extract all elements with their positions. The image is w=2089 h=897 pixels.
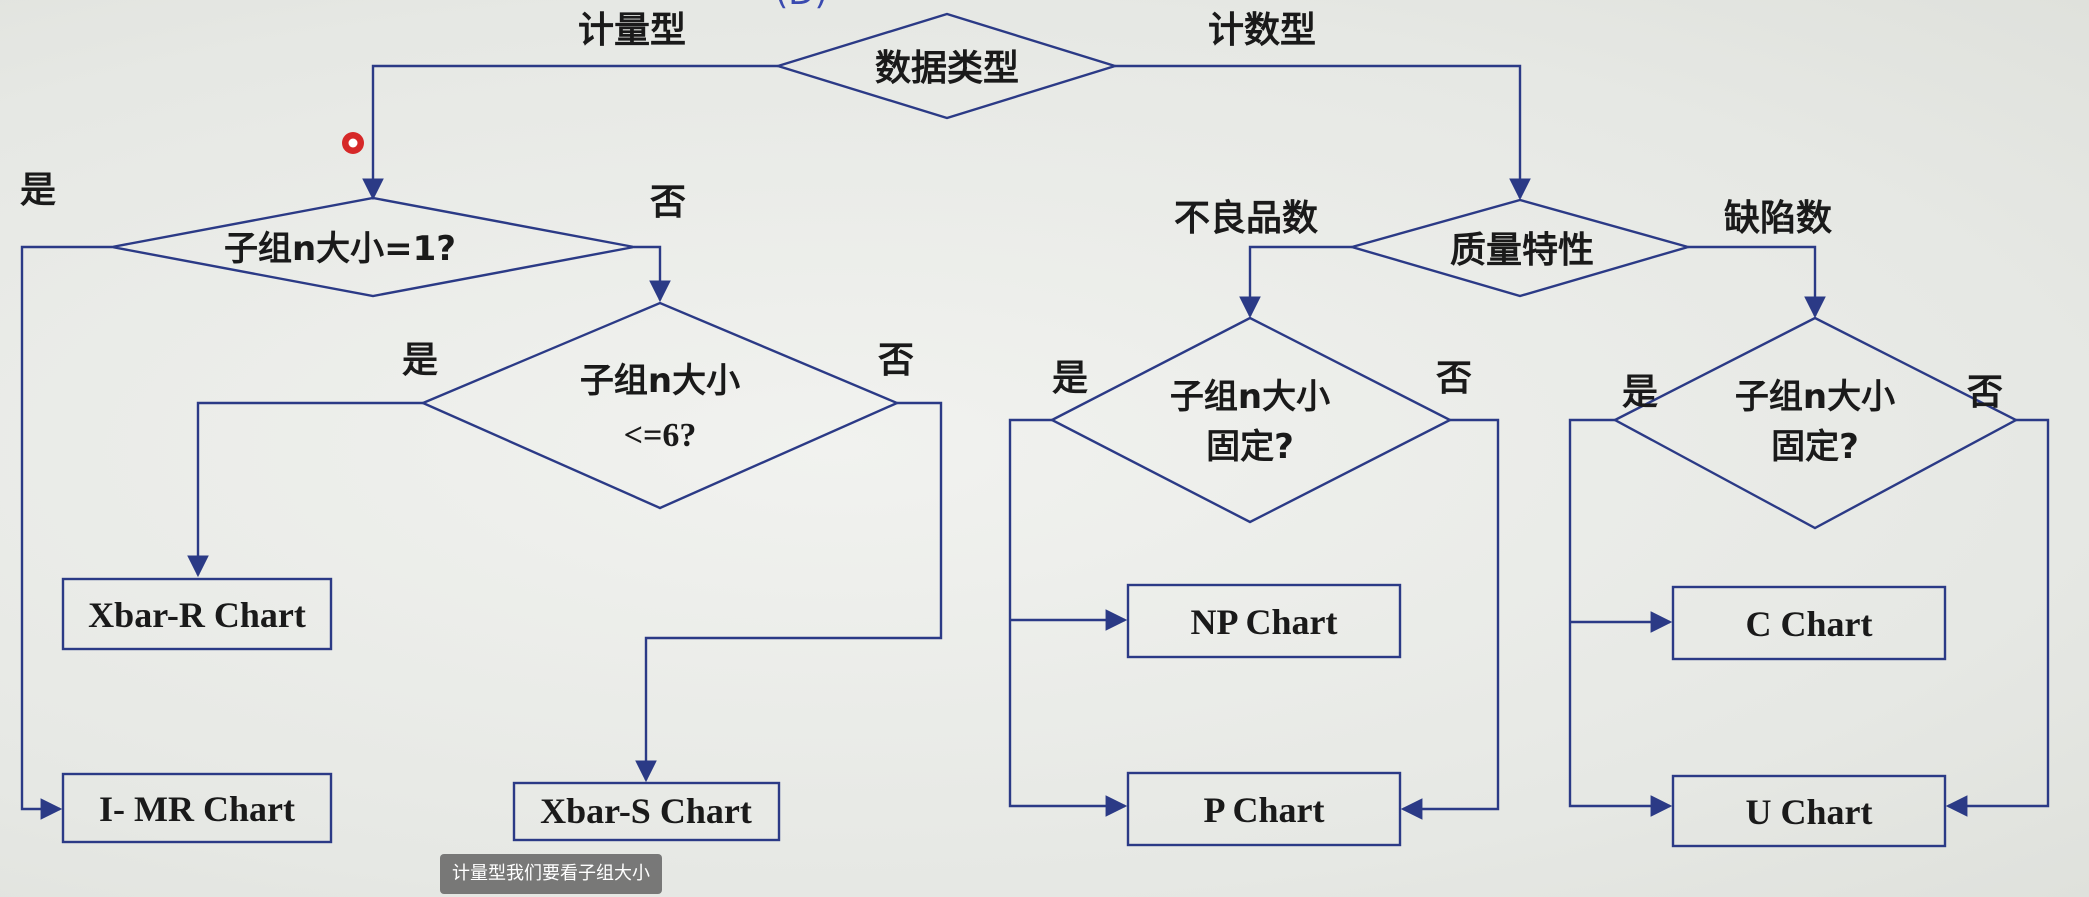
n6-yes-label: 是 bbox=[402, 340, 438, 381]
box-c-chart bbox=[1671, 585, 1947, 661]
box-xbar-r-chart bbox=[61, 577, 333, 651]
top-fragment-text: (D) bbox=[775, 0, 828, 13]
decision-quality-characteristic-label: 质量特性 bbox=[1450, 230, 1594, 271]
branch-label-defects: 缺陷数 bbox=[1724, 198, 1832, 239]
connector-quality-to-fixed-left bbox=[1239, 245, 1352, 319]
fixed-left-yes-label: 是 bbox=[1052, 358, 1088, 399]
fixed-left-no-label: 否 bbox=[1436, 358, 1472, 399]
connector-fixed-right-no-to-u bbox=[1945, 418, 2050, 817]
connector-n1-yes-to-imr bbox=[20, 245, 112, 820]
box-xbar-s-chart bbox=[512, 781, 781, 842]
box-xbar-r-chart-label: Xbar-R Chart bbox=[88, 595, 306, 635]
decision-subgroup-size-6-line1: 子组n大小 bbox=[580, 361, 740, 401]
box-u-chart-label: U Chart bbox=[1746, 792, 1873, 832]
decision-subgroup-size-6 bbox=[419, 301, 901, 510]
connector-fixed-right-yes-to-u bbox=[1568, 418, 1673, 817]
branch-label-attribute: 计数型 bbox=[1208, 10, 1316, 51]
box-np-chart bbox=[1126, 583, 1402, 659]
decision-fixed-size-left-line1: 子组n大小 bbox=[1170, 377, 1330, 417]
box-c-chart-label: C Chart bbox=[1746, 604, 1873, 644]
fixed-right-yes-label: 是 bbox=[1622, 372, 1658, 413]
box-np-chart-label: NP Chart bbox=[1191, 602, 1338, 642]
connector-quality-to-fixed-right bbox=[1688, 245, 1826, 319]
decision-subgroup-size-6-line2: <=6? bbox=[624, 417, 697, 454]
n1-yes-label: 是 bbox=[20, 170, 56, 211]
box-xbar-s-chart-label: Xbar-S Chart bbox=[540, 791, 752, 831]
branch-label-variable: 计量型 bbox=[578, 10, 686, 51]
box-p-chart-label: P Chart bbox=[1204, 790, 1325, 830]
decision-fixed-size-right-line1: 子组n大小 bbox=[1735, 377, 1895, 417]
n6-no-label: 否 bbox=[878, 340, 914, 381]
decision-data-type-label: 数据类型 bbox=[875, 48, 1019, 89]
pointer-dot-center bbox=[348, 138, 358, 148]
n1-no-label: 否 bbox=[650, 182, 686, 223]
connector-root-to-n1 bbox=[362, 64, 778, 201]
branch-label-defectives: 不良品数 bbox=[1174, 198, 1318, 239]
decision-fixed-size-right bbox=[1612, 316, 2019, 530]
decision-fixed-size-left-line2: 固定? bbox=[1206, 427, 1294, 467]
decision-fixed-size-right-line2: 固定? bbox=[1771, 427, 1859, 467]
decision-fixed-size-left bbox=[1049, 316, 1453, 524]
box-u-chart bbox=[1671, 774, 1947, 848]
box-p-chart bbox=[1126, 771, 1402, 847]
video-subtitle: 计量型我们要看子组大小 bbox=[440, 854, 662, 894]
connector-n6-yes-to-xbar-r bbox=[187, 401, 423, 578]
connector-fixed-left-no-to-p bbox=[1400, 418, 1500, 820]
box-i-mr-chart bbox=[61, 772, 333, 844]
connector-root-to-quality bbox=[1115, 64, 1531, 201]
box-i-mr-chart-label: I- MR Chart bbox=[99, 789, 295, 829]
connector-n1-no-to-n6 bbox=[634, 245, 671, 303]
connector-fixed-left-yes-to-p bbox=[1008, 418, 1128, 817]
fixed-right-no-label: 否 bbox=[1967, 372, 2003, 413]
decision-subgroup-size-1-label: 子组n大小=1? bbox=[224, 229, 456, 269]
connector-n6-no-to-xbar-s bbox=[635, 401, 943, 783]
